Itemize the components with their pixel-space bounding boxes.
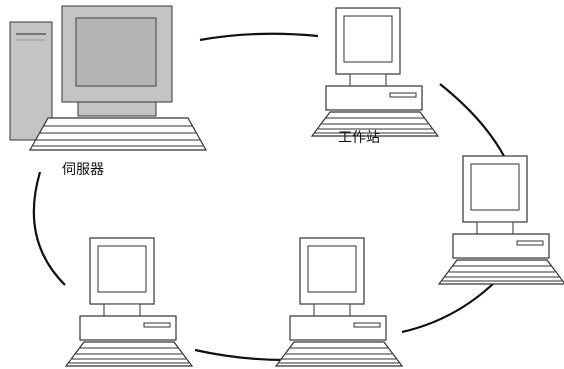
workstation-computer-icon-top bbox=[311, 7, 439, 137]
link-workstation-right-to-bottom-right bbox=[401, 281, 496, 334]
server-computer-icon bbox=[9, 5, 207, 151]
ring-connections bbox=[32, 32, 506, 362]
workstation-computer-icon-right bbox=[438, 155, 564, 285]
workstation-computer-icon-bottom-right bbox=[275, 237, 403, 367]
link-workstation-top-to-right bbox=[439, 83, 506, 159]
server-label: 伺服器 bbox=[62, 162, 104, 178]
link-server-to-workstation-top bbox=[199, 32, 319, 42]
workstation-label: 工作站 bbox=[338, 130, 380, 146]
link-workstation-bottom-right-to-bottom-left bbox=[194, 348, 286, 362]
workstation-computer-icon-bottom-left bbox=[65, 237, 193, 367]
link-workstation-bottom-left-to-server bbox=[32, 171, 66, 286]
